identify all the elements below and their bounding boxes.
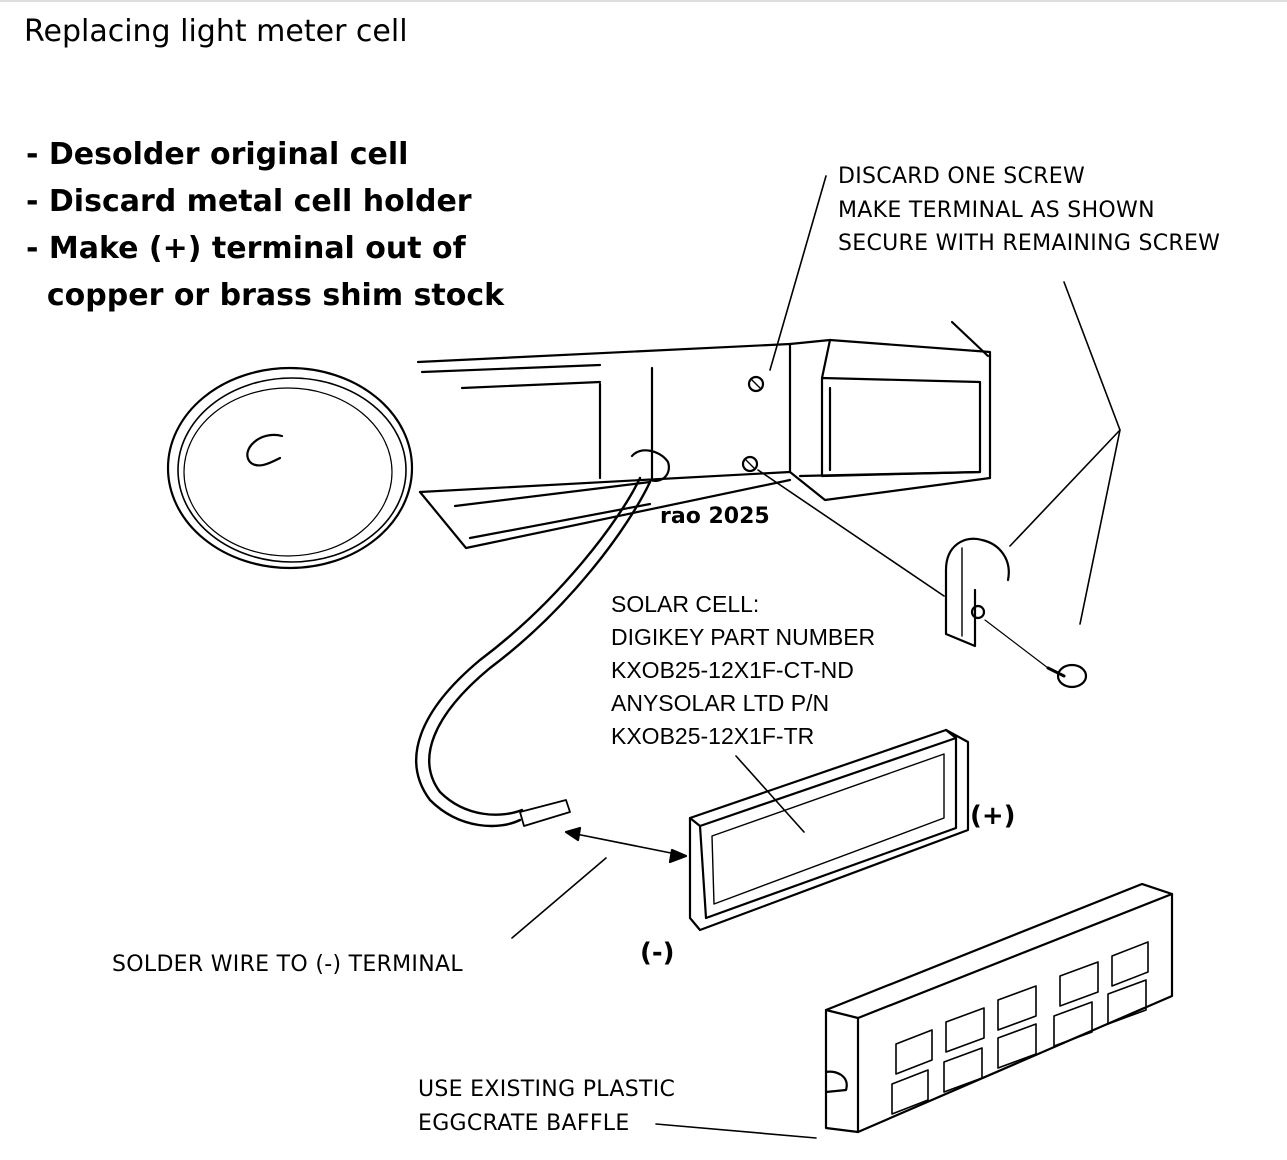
- instruction-list: - Desolder original cell - Discard metal…: [26, 140, 504, 328]
- baffle-note-line: USE EXISTING PLASTIC: [418, 1077, 676, 1102]
- baffle-note-line: EGGCRATE BAFFLE: [418, 1111, 630, 1136]
- solar-cell-line: ANYSOLAR LTD P/N: [611, 690, 830, 716]
- page-title: Replacing light meter cell: [24, 14, 408, 49]
- eggcrate-baffle-icon: [824, 882, 1174, 1134]
- screw-icon: [984, 619, 1088, 689]
- instruction-step: - Make (+) terminal out of: [26, 231, 466, 266]
- negative-terminal-label: (-): [640, 938, 675, 968]
- solar-cell-line: DIGIKEY PART NUMBER: [611, 624, 876, 650]
- leader-lines: [511, 175, 1121, 1139]
- solar-cell-line: KXOB25-12X1F-TR: [611, 723, 815, 749]
- screw-note-line: DISCARD ONE SCREW: [838, 164, 1086, 189]
- baffle-note: USE EXISTING PLASTIC EGGCRATE BAFFLE: [418, 1079, 675, 1147]
- instruction-step: - Desolder original cell: [26, 137, 409, 172]
- meter-dial-icon: [166, 366, 414, 570]
- screw-note: DISCARD ONE SCREW MAKE TERMINAL AS SHOWN…: [838, 166, 1220, 267]
- instruction-step: copper or brass shim stock: [26, 278, 505, 313]
- positive-terminal-label: (+): [970, 801, 1016, 831]
- solar-cell-line: SOLAR CELL:: [611, 591, 760, 617]
- screw-note-line: MAKE TERMINAL AS SHOWN: [838, 197, 1155, 223]
- wire-icon: [415, 476, 688, 864]
- solar-cell-line: KXOB25-12X1F-CT-ND: [611, 657, 854, 683]
- signature: rao 2025: [660, 504, 770, 529]
- instruction-step: - Discard metal cell holder: [26, 184, 472, 219]
- solar-cell-note: SOLAR CELL: DIGIKEY PART NUMBER KXOB25-1…: [611, 593, 875, 758]
- solder-note: SOLDER WIRE TO (-) TERMINAL: [112, 952, 463, 977]
- terminal-clip-icon: [944, 537, 1010, 648]
- screw-note-line: SECURE WITH REMAINING SCREW: [838, 231, 1221, 256]
- meter-housing-icon: [416, 320, 992, 550]
- solar-cell-icon: [688, 728, 970, 932]
